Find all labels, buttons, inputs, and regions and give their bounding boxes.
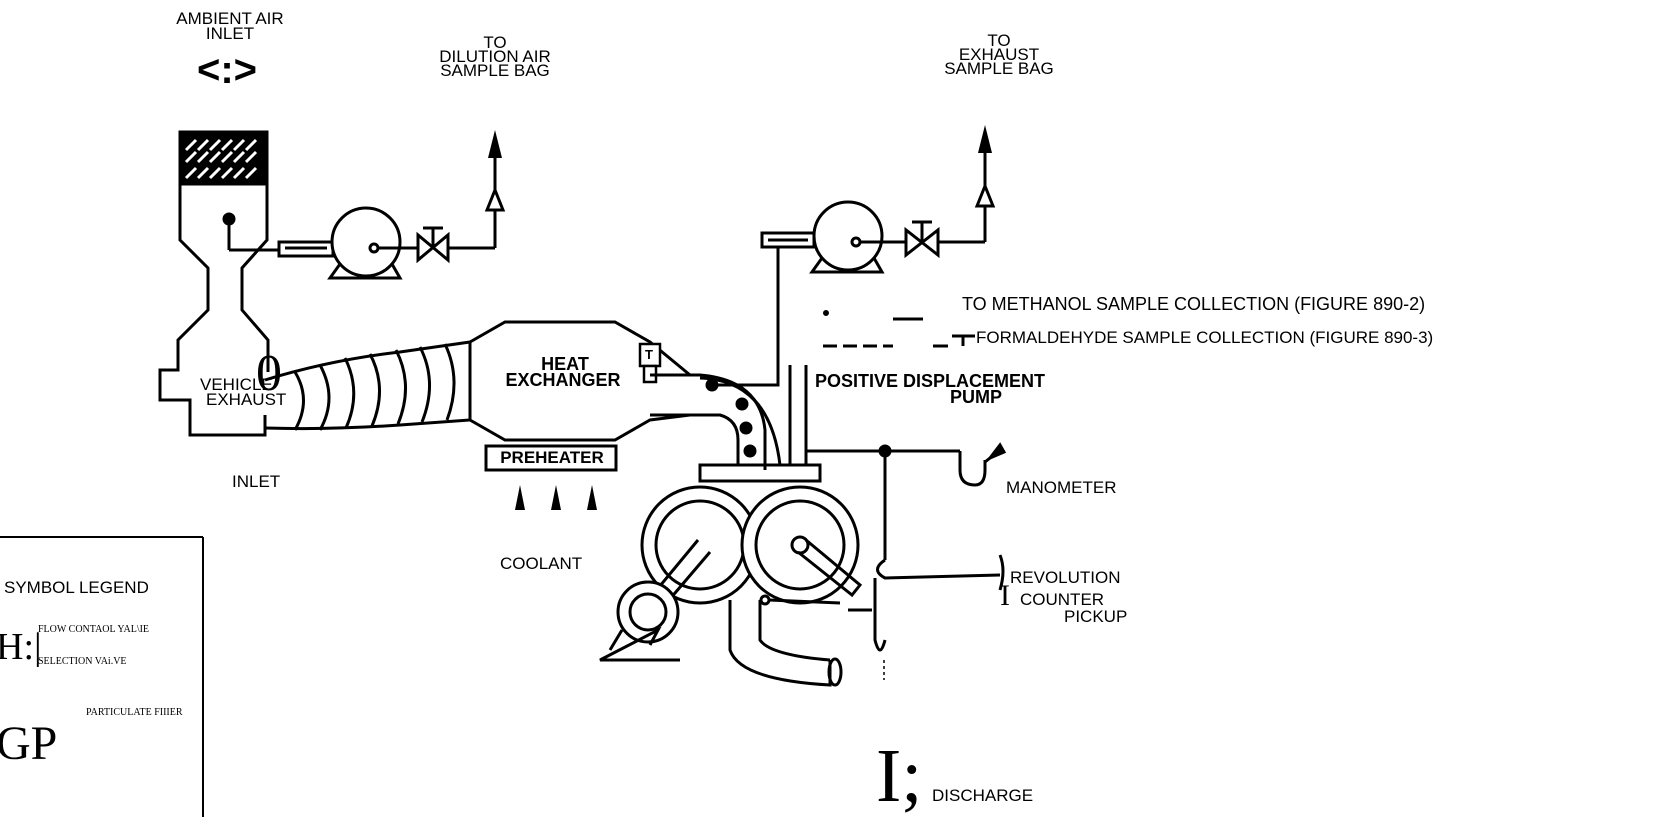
positive-displacement-pump — [599, 463, 863, 687]
pump-label: PUMP — [950, 387, 1003, 407]
discharge-label: DISCHARGE — [932, 786, 1034, 805]
exchanger-label: EXCHANGER — [505, 370, 621, 390]
vehicle-bracket: 0 — [256, 345, 282, 402]
flexible-hose — [264, 340, 472, 431]
legend-filter-glyph: GP — [0, 717, 58, 770]
dilution-bag-arrow — [488, 130, 502, 158]
exhaust-label: EXHAUST — [206, 390, 287, 409]
ambient-air-filter — [178, 130, 269, 186]
preheater-box — [484, 444, 618, 472]
preheater-label: PREHEATER — [500, 448, 604, 467]
pickup-label: PICKUP — [1064, 607, 1128, 626]
counter-label: COUNTER — [1020, 590, 1105, 609]
positive-displacement-label: POSITIVE DISPLACEMENT — [815, 371, 1046, 391]
exhaust-bag-arrow — [978, 125, 992, 153]
exhaust-sample-pump — [760, 140, 996, 274]
heat-exchanger-body — [469, 320, 691, 442]
legend-selection-valve: SELECTION VAi.VE — [38, 656, 127, 667]
formaldehyde-label: FORMALDEHYDE SAMPLE COLLECTION (FIGURE 8… — [976, 328, 1434, 347]
exhaust-bag-label: TO EXHAUST SAMPLE BAG — [944, 31, 1054, 78]
legend-valve-glyph: H:| — [0, 626, 42, 668]
methanol-label: TO METHANOL SAMPLE COLLECTION (FIGURE 89… — [962, 294, 1426, 314]
ambient-air-symbol: <:> — [196, 48, 258, 92]
coolant-label: COOLANT — [500, 554, 583, 573]
dilution-tunnel — [158, 184, 270, 437]
legend-frame — [0, 536, 204, 817]
exhaust-sample-lines — [712, 238, 808, 465]
discharge-symbol: I; — [876, 734, 923, 818]
legend-particulate-filter: PARTICULATE FIIIER — [86, 707, 183, 718]
revolution-label: REVOLUTION — [1010, 568, 1121, 587]
thermometer — [638, 342, 662, 384]
vehicle-label: VEHICLE — [200, 375, 273, 394]
manometer-label: MANOMETER — [1006, 478, 1117, 497]
dilution-bag-label: TO DILUTION AIR SAMPLE BAG — [439, 33, 551, 80]
manometer-line — [806, 442, 1007, 680]
ambient-air-inlet-label: AMBIENT AIR INLET — [176, 9, 284, 43]
sample-collection-ticks — [823, 310, 975, 348]
legend-flow-control-valve: FLOW CONTAOL YAL\IE — [38, 624, 150, 635]
inlet-label: INLET — [232, 472, 281, 491]
legend-title: SYMBOL LEGEND — [4, 578, 149, 597]
coolant-arrows — [515, 485, 597, 510]
dilution-sample-pump — [277, 145, 506, 280]
revolution-bracket: I — [1000, 579, 1010, 612]
pump-inlet-duct — [650, 373, 782, 470]
thermometer-t-label: T — [645, 347, 653, 362]
heat-label: HEAT — [541, 354, 589, 374]
